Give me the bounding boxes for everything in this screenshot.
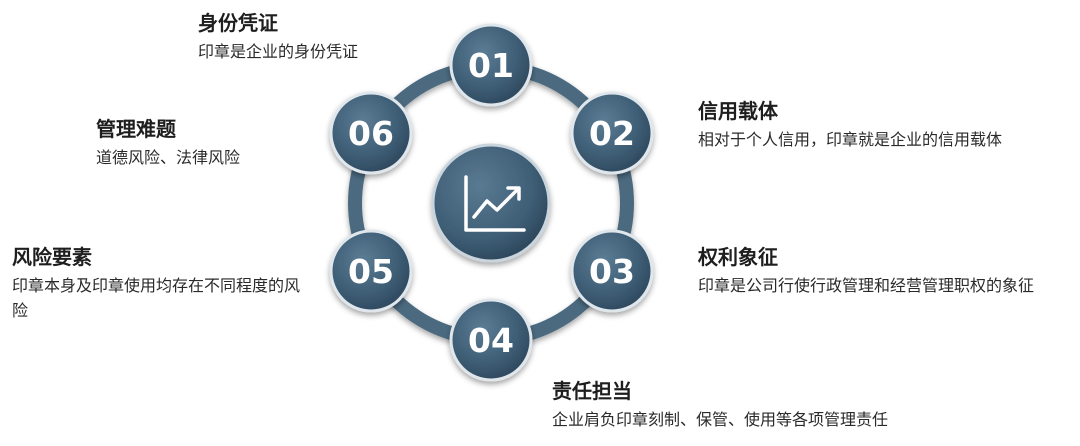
node-number: 03	[589, 252, 635, 291]
node-05: 05	[329, 229, 413, 313]
center-hub	[431, 143, 551, 263]
block-title: 责任担当	[552, 379, 632, 403]
text-block-06: 管理难题 道德风险、法律风险	[96, 116, 326, 170]
block-description: 企业肩负印章刻制、保管、使用等各项管理责任	[552, 410, 889, 429]
text-block-03: 权利象征 印章是公司行使行政管理和经营管理职权的象征	[698, 244, 1043, 298]
block-description: 相对于个人信用，印章就是企业的信用载体	[698, 130, 1003, 149]
node-02: 02	[570, 91, 654, 175]
node-number: 06	[348, 114, 394, 153]
text-block-05: 风险要素 印章本身及印章使用均存在不同程度的风险	[12, 244, 310, 323]
text-block-04: 责任担当 企业肩负印章刻制、保管、使用等各项管理责任	[552, 378, 992, 432]
block-title: 权利象征	[698, 245, 778, 269]
block-description: 印章是公司行使行政管理和经营管理职权的象征	[698, 276, 1035, 295]
block-description: 印章是企业的身份凭证	[198, 42, 359, 61]
block-title: 身份凭证	[198, 11, 278, 35]
node-06: 06	[329, 91, 413, 175]
node-03: 03	[570, 229, 654, 313]
text-block-01: 身份凭证 印章是企业的身份凭证	[198, 10, 458, 64]
block-title: 信用载体	[698, 99, 778, 123]
node-number: 05	[348, 252, 394, 291]
node-01: 01	[449, 23, 533, 107]
block-description: 道德风险、法律风险	[96, 148, 241, 167]
node-04: 04	[449, 298, 533, 382]
text-block-02: 信用载体 相对于个人信用，印章就是企业的信用载体	[698, 98, 1058, 152]
block-title: 管理难题	[96, 117, 176, 141]
line-chart-icon	[464, 175, 526, 232]
node-number: 01	[468, 46, 514, 85]
node-number: 02	[589, 114, 635, 153]
block-title: 风险要素	[12, 245, 92, 269]
block-description: 印章本身及印章使用均存在不同程度的风险	[12, 276, 301, 320]
node-number: 04	[468, 321, 514, 360]
